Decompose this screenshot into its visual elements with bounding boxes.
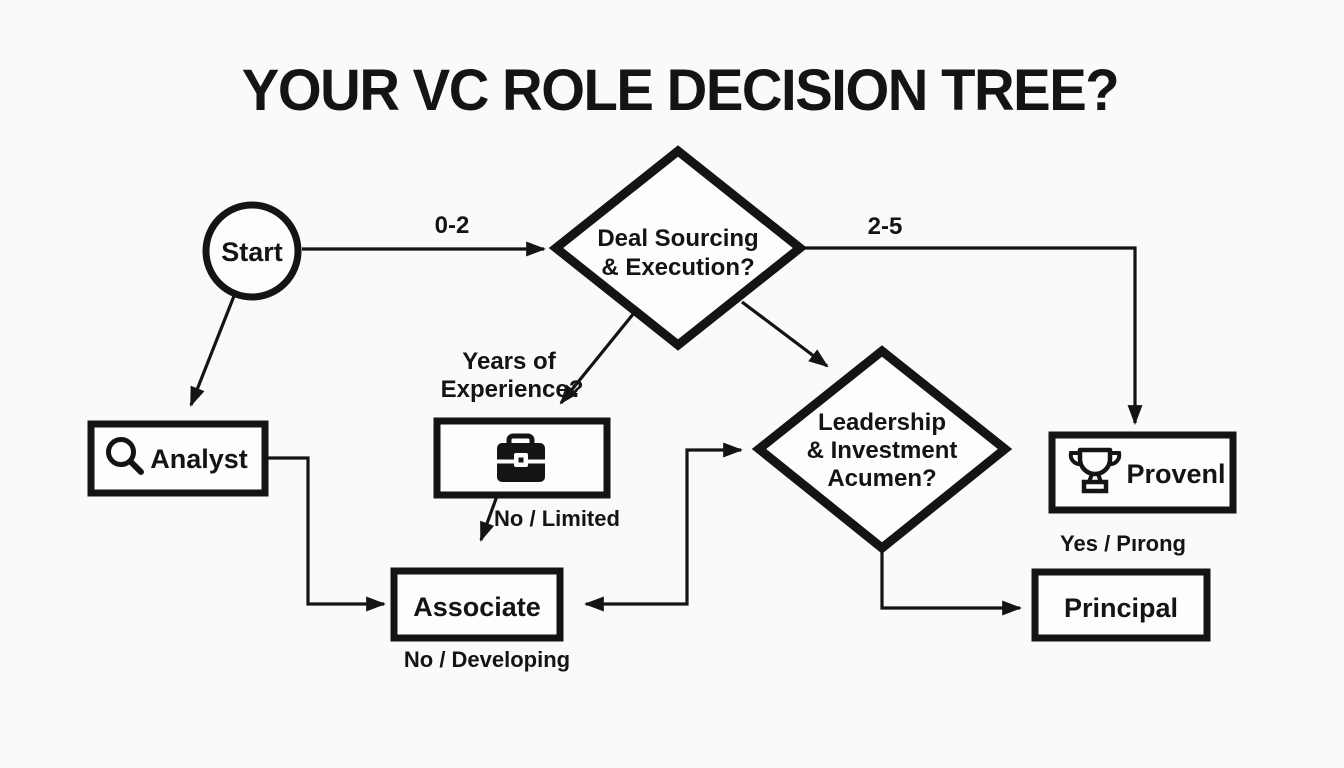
edge-deal-to-proven [803, 246, 1143, 425]
start-label: Start [221, 237, 283, 267]
edge-deal-to-leadership [741, 300, 829, 368]
edge-label-yes-pirong: Yes / Pırong [1060, 531, 1186, 556]
principal-label: Principal [1064, 593, 1178, 623]
deal-sourcing-diamond [548, 145, 808, 351]
proven-node: Provenl [1048, 431, 1237, 514]
edge-analyst-to-associate [266, 456, 386, 612]
principal-box [1031, 568, 1211, 642]
svg-text:& Investment: & Investment [807, 437, 958, 464]
leadership-node: Leadership & Investment Acumen? [751, 345, 1013, 554]
years-experience-label: Years of Experience? [441, 348, 584, 403]
deal-sourcing-node: Deal Sourcing & Execution? [548, 145, 808, 351]
briefcase-icon [497, 433, 545, 482]
svg-text:Deal Sourcing: Deal Sourcing [597, 225, 758, 252]
start-node: Start [202, 201, 302, 301]
edge-label-0-2: 0-2 [435, 212, 470, 239]
edge-label-no-limited: No / Limited [494, 506, 620, 531]
trophy-icon [1068, 447, 1122, 494]
analyst-box [87, 420, 269, 497]
analyst-label: Analyst [150, 444, 248, 474]
analyst-node: Analyst [87, 420, 269, 497]
edge-deal-to-experience-box [559, 311, 636, 405]
experience-box-node [433, 417, 611, 499]
svg-text:Years of: Years of [462, 348, 556, 375]
edge-label-2-5: 2-5 [868, 213, 903, 240]
edge-experience-box-to-associate [479, 495, 499, 542]
edge-associate-leadership-connector [584, 442, 743, 612]
edge-start-to-analyst [189, 295, 236, 407]
start-circle [202, 201, 302, 301]
edge-label-no-developing: No / Developing [404, 647, 570, 672]
svg-text:Leadership: Leadership [818, 409, 946, 436]
svg-text:Experience?: Experience? [441, 376, 584, 403]
associate-box [390, 567, 564, 642]
edge-leadership-to-principal [880, 551, 1022, 616]
proven-box [1048, 431, 1237, 514]
svg-text:Acumen?: Acumen? [827, 465, 936, 492]
proven-label: Provenl [1126, 459, 1225, 489]
page-title: YOUR VC ROLE DECISION TREE? [242, 58, 1118, 123]
svg-text:& Execution?: & Execution? [601, 254, 754, 281]
search-icon [106, 437, 144, 475]
leadership-diamond [751, 345, 1013, 554]
principal-node: Principal [1031, 568, 1211, 642]
associate-node: Associate [390, 567, 564, 642]
associate-label: Associate [413, 592, 541, 622]
